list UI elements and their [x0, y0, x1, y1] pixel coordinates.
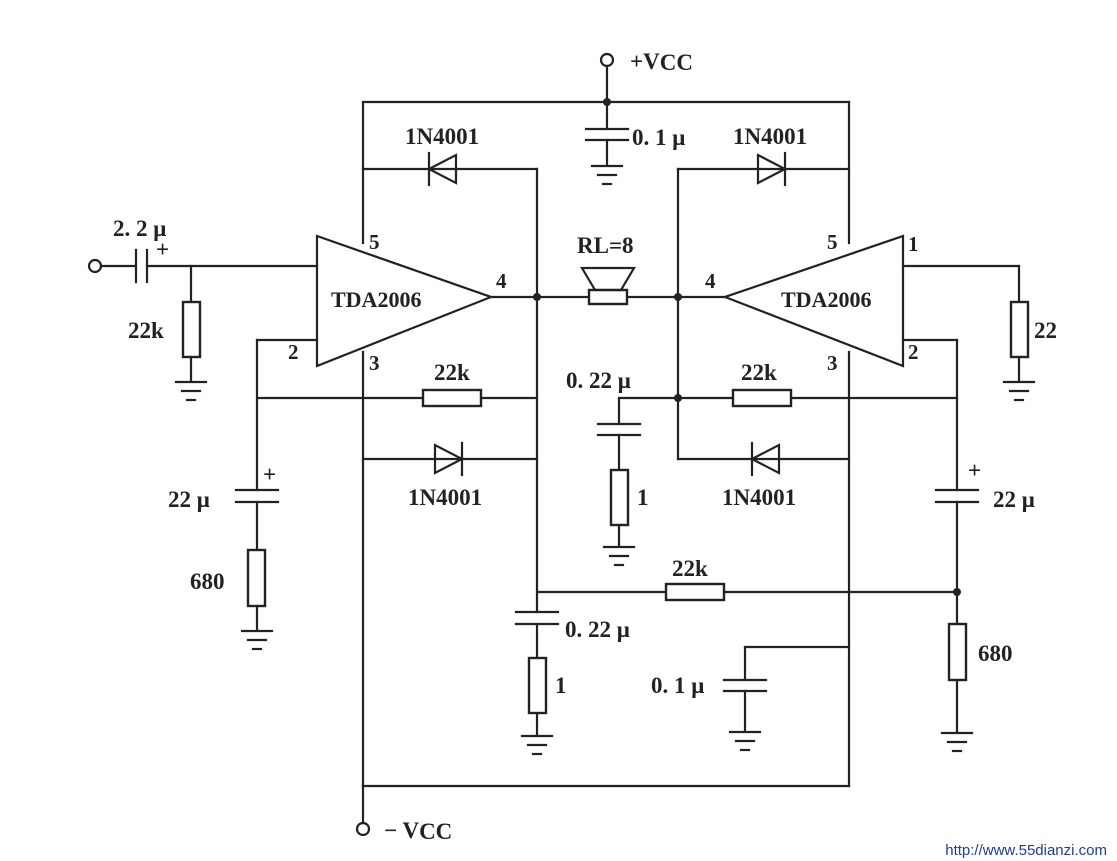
zobel-lower-resistor-label: 1 [555, 673, 567, 698]
diode-top-right [676, 151, 851, 187]
amp-right-pin5: 5 [827, 230, 838, 254]
right-output-resistor-label: 22 [1034, 318, 1057, 343]
left-cap-plus: + [263, 462, 276, 487]
bottom-cap-label: 0. 1 μ [651, 673, 704, 698]
output-wiring [489, 167, 727, 614]
bridge-resistor-branch [535, 582, 961, 602]
left-680-label: 680 [190, 569, 225, 594]
amp-right-pin3: 3 [827, 351, 838, 375]
input-cap-label: 2. 2 μ [113, 216, 166, 241]
zobel-lower-cap-label: 0. 22 μ [565, 617, 630, 642]
zobel-middle-resistor-label: 1 [637, 485, 649, 510]
input-terminal[interactable] [87, 258, 103, 274]
right-feedback-resistor-label: 22k [741, 360, 777, 385]
zobel-middle [596, 396, 680, 567]
right-680-label: 680 [978, 641, 1013, 666]
amp-right-pin4: 4 [705, 269, 716, 293]
watermark: http://www.55dianzi.com [941, 842, 1111, 859]
left-feedback-resistor [421, 388, 483, 408]
input-resistor-label: 22k [128, 318, 164, 343]
input-network [87, 248, 319, 402]
diode-bottom-left [361, 441, 539, 477]
right-cap-plus: + [968, 458, 981, 483]
amp-right-pin2: 2 [908, 340, 919, 364]
diode-top-right-label: 1N4001 [733, 124, 807, 149]
positive-supply-terminal[interactable] [599, 52, 615, 68]
top-cap-label: 0. 1 μ [632, 125, 685, 150]
diode-bottom-right [676, 441, 851, 477]
left-feedback-resistor-label: 22k [434, 360, 470, 385]
left-680-resistor [246, 548, 267, 608]
bridge-resistor-label: 22k [672, 556, 708, 581]
load-label: RL=8 [577, 233, 634, 258]
zobel-middle-cap-label: 0. 22 μ [566, 368, 631, 393]
right-feedback [676, 338, 980, 753]
negative-supply-terminal[interactable] [355, 821, 371, 837]
positive-rail [361, 52, 851, 245]
amp-left-pin2: 2 [288, 340, 299, 364]
right-680-resistor [947, 622, 968, 682]
right-output-resistor [1009, 300, 1030, 359]
amp-left-pin3: 3 [369, 351, 380, 375]
negative-rail [355, 350, 851, 837]
zobel-lower-resistor [527, 656, 548, 715]
diode-bottom-left-label: 1N4001 [408, 485, 482, 510]
right-feedback-resistor [731, 388, 793, 408]
amplifier-left [315, 234, 495, 368]
input-resistor [181, 300, 202, 359]
positive-supply-label: +VCC [630, 49, 693, 75]
amplifier-left-label: TDA2006 [331, 287, 421, 312]
zobel-middle-resistor [609, 468, 630, 527]
diode-top-left [361, 151, 539, 299]
diode-top-left-label: 1N4001 [405, 124, 479, 149]
amplifier-right-label: TDA2006 [781, 287, 871, 312]
amp-right-pin1: 1 [908, 232, 919, 256]
diode-bottom-right-label: 1N4001 [722, 485, 796, 510]
ground-symbol [590, 164, 624, 186]
input-cap-plus: + [156, 237, 169, 262]
right-output-resistor-branch [901, 264, 1036, 402]
speaker-icon [580, 266, 636, 306]
left-feedback [234, 338, 539, 651]
amplifier-right [721, 234, 905, 368]
left-cap-label: 22 μ [168, 487, 210, 512]
bottom-decoupling [722, 645, 851, 752]
amp-left-pin5: 5 [369, 230, 380, 254]
right-cap-label: 22 μ [993, 487, 1035, 512]
zobel-lower [514, 610, 560, 756]
amp-left-pin4: 4 [496, 269, 507, 293]
negative-supply-label: − VCC [384, 818, 452, 844]
bridge-resistor [664, 582, 726, 602]
